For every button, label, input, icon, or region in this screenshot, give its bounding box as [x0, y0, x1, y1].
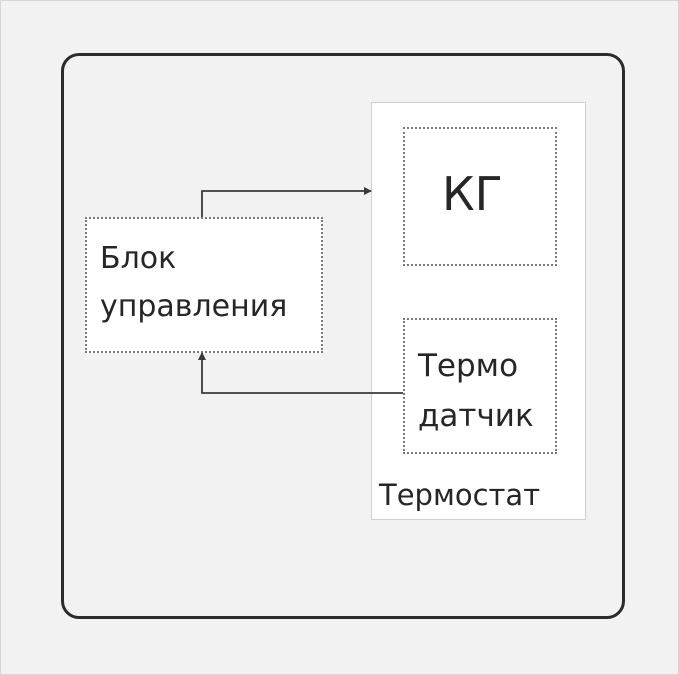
kg-box: [403, 127, 557, 266]
control-unit-label-line1: Блок: [100, 241, 177, 276]
thermostat-label: Термостат: [379, 478, 541, 512]
control-unit-box: [85, 217, 323, 353]
kg-label: КГ: [442, 167, 503, 221]
sensor-label-line1: Термо: [418, 348, 519, 384]
sensor-label-line2: датчик: [418, 398, 534, 434]
temperature-sensor-box: [403, 318, 557, 454]
control-unit-label-line2: управления: [100, 289, 288, 324]
